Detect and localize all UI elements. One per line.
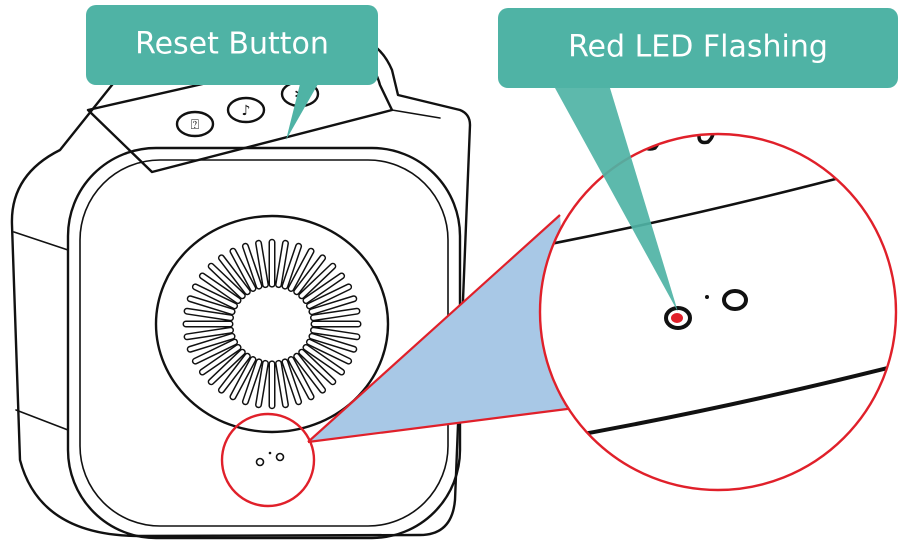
zoom-line-bottom [307, 406, 576, 444]
callout-led-pointer [555, 88, 678, 312]
zoom-button-fragment-2 [697, 134, 716, 145]
speaker-slot-inner [289, 249, 314, 291]
callout-reset-box [86, 5, 378, 85]
speaker-slot-inner [294, 354, 325, 393]
speaker-slot-inner [200, 273, 241, 303]
speaker-slot-inner [193, 340, 237, 364]
speaker-slot-inner [188, 334, 235, 352]
zoom-button-fragment-1 [638, 134, 661, 151]
speaker-slot-inner [276, 361, 288, 407]
speaker-slot-inner [209, 264, 245, 298]
zoom-mic-hole [705, 295, 709, 299]
side-edge-bottom [15, 409, 69, 431]
callout-reset-label: Reset Button [135, 27, 329, 62]
speaker-slot-inner [243, 359, 262, 404]
device-body: ⍰ ♪ ✲ [10, 35, 472, 540]
speaker-slot-inner [185, 309, 233, 320]
speaker-slot-inner [311, 328, 359, 339]
speaker-slot-inner [294, 255, 325, 294]
led-hole [255, 457, 265, 467]
speaker-slot-inner [219, 354, 250, 393]
speaker-slot-inner [188, 296, 235, 314]
mic-hole [268, 451, 272, 455]
zoom-view [538, 132, 898, 492]
speaker-slot-inner [307, 340, 351, 364]
speaker-grille [154, 214, 390, 434]
speaker-slot-inner [230, 249, 255, 291]
callout-led-box [498, 8, 898, 88]
zoom-background [540, 134, 896, 490]
zoom-sensor-hole [722, 289, 748, 311]
device-front-face [66, 146, 462, 540]
speaker-slot-inner [256, 241, 268, 287]
doorbell-button[interactable] [175, 110, 215, 138]
speaker-slot-inner [282, 359, 301, 404]
device-front-face-inner [79, 159, 449, 527]
sensor-hole [275, 452, 285, 462]
red-led [671, 313, 683, 323]
zoom-edge-upper [540, 168, 871, 248]
speaker-slot-inner [303, 345, 344, 375]
speaker-slot-inner [309, 296, 356, 314]
speaker-slot-inner [309, 334, 356, 352]
speaker-icon: ♪ [242, 103, 251, 119]
speaker-slot-inner [193, 284, 237, 308]
device-shell-back [10, 35, 472, 538]
zoom-cone [308, 215, 575, 442]
speaker-slot-inner [303, 273, 344, 303]
zoom-line-top [307, 214, 561, 443]
speaker-slot-inner [299, 264, 335, 298]
speaker-slot-inner [276, 241, 288, 287]
speaker-ring [154, 214, 390, 434]
speaker-slot-inner [230, 357, 255, 399]
callout-led-label: Red LED Flashing [568, 30, 828, 65]
zoom-edge-lower [549, 363, 896, 442]
speaker-slot-inner [256, 361, 268, 407]
speaker-slot-inner [243, 244, 262, 289]
volume-button[interactable] [226, 96, 266, 124]
speaker-slot-inner [311, 309, 359, 320]
highlight-circle-large [538, 132, 898, 492]
doorbell-icon: ⍰ [191, 117, 199, 133]
speaker-slot-inner [219, 255, 250, 294]
callout-red-led: Red LED Flashing [498, 8, 898, 312]
speaker-slots [182, 238, 362, 410]
callout-reset-button: Reset Button [86, 5, 378, 140]
highlight-circle-small [220, 412, 316, 508]
speaker-slot-inner [307, 284, 351, 308]
side-edge-top [13, 231, 69, 251]
top-face-edge-right [391, 109, 441, 119]
callout-reset-pointer [286, 84, 318, 140]
speaker-slot-inner [282, 244, 301, 289]
speaker-slot-inner [185, 328, 233, 339]
speaker-slot-inner [209, 350, 245, 384]
speaker-slot-inner [200, 345, 241, 375]
speaker-slot-inner [299, 350, 335, 384]
speaker-slot-inner [289, 357, 314, 399]
